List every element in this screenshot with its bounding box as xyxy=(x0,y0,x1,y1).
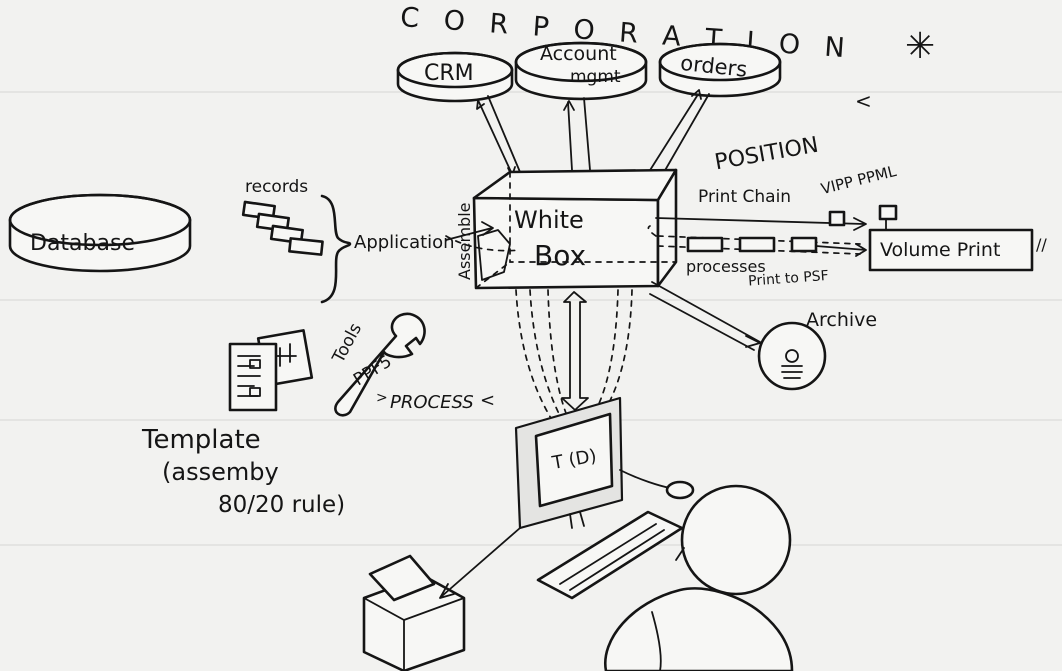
person xyxy=(603,484,794,671)
database-label: Database xyxy=(30,231,135,256)
template-line-2: (assemby xyxy=(162,458,279,486)
application-arrow xyxy=(445,221,494,241)
print-chain-label: Print Chain xyxy=(698,187,791,207)
ppml-doc xyxy=(878,204,898,221)
vipp-doc xyxy=(828,210,846,227)
crm-disc: CRM xyxy=(396,51,514,103)
account-mgmt-disc: Account mgmt xyxy=(514,41,648,101)
printer xyxy=(362,554,466,671)
position-chevron: < xyxy=(855,89,872,113)
whitebox-label-box: Box xyxy=(534,239,586,272)
template-line-1: Template xyxy=(141,425,261,455)
monitor-printer-arrow xyxy=(439,527,521,599)
processes-flow xyxy=(657,235,867,257)
mgmt-label: mgmt xyxy=(570,67,621,87)
volume-print-label: Volume Print xyxy=(880,239,1000,261)
keyboard xyxy=(536,510,684,600)
database-cylinder: Database xyxy=(8,193,192,273)
application-label: Application xyxy=(354,232,455,253)
archive-bulb-icon xyxy=(757,321,827,391)
svg-text://: // xyxy=(1036,235,1047,254)
position-label: POSITION xyxy=(713,133,820,176)
orders-disc: orders xyxy=(658,42,782,98)
volume-print-box: Volume Print // xyxy=(868,228,1047,272)
process-chevron: < xyxy=(480,390,495,411)
mouse xyxy=(619,469,695,500)
assemble-label: Assemble xyxy=(455,203,474,281)
star-icon: ✳ xyxy=(905,26,935,67)
white-box: White Box xyxy=(472,168,678,290)
ppf5-label: PPF5 xyxy=(350,351,395,390)
account-label: Account xyxy=(540,43,617,65)
whitebox-monitor-arrow xyxy=(561,291,589,411)
monitor: T (D) xyxy=(514,396,624,530)
process-label: PROCESS xyxy=(390,392,474,413)
formats-label: VIPP PPML xyxy=(819,162,899,198)
records-stack xyxy=(241,200,324,256)
template-line-3: 80/20 rule) xyxy=(218,492,345,518)
process-chevron-left: > xyxy=(376,390,388,406)
tools-label: Tools xyxy=(328,320,366,367)
whitebox-label-white: White xyxy=(514,206,584,234)
application-brace xyxy=(320,194,352,304)
archive-connector xyxy=(649,281,761,351)
processes-label: processes xyxy=(686,257,766,276)
crm-label: CRM xyxy=(424,61,474,86)
print-to-psf-label: Print to PSF xyxy=(748,268,829,290)
template-documents xyxy=(228,329,314,412)
records-label: records xyxy=(245,177,308,197)
archive-label: Archive xyxy=(806,309,877,331)
